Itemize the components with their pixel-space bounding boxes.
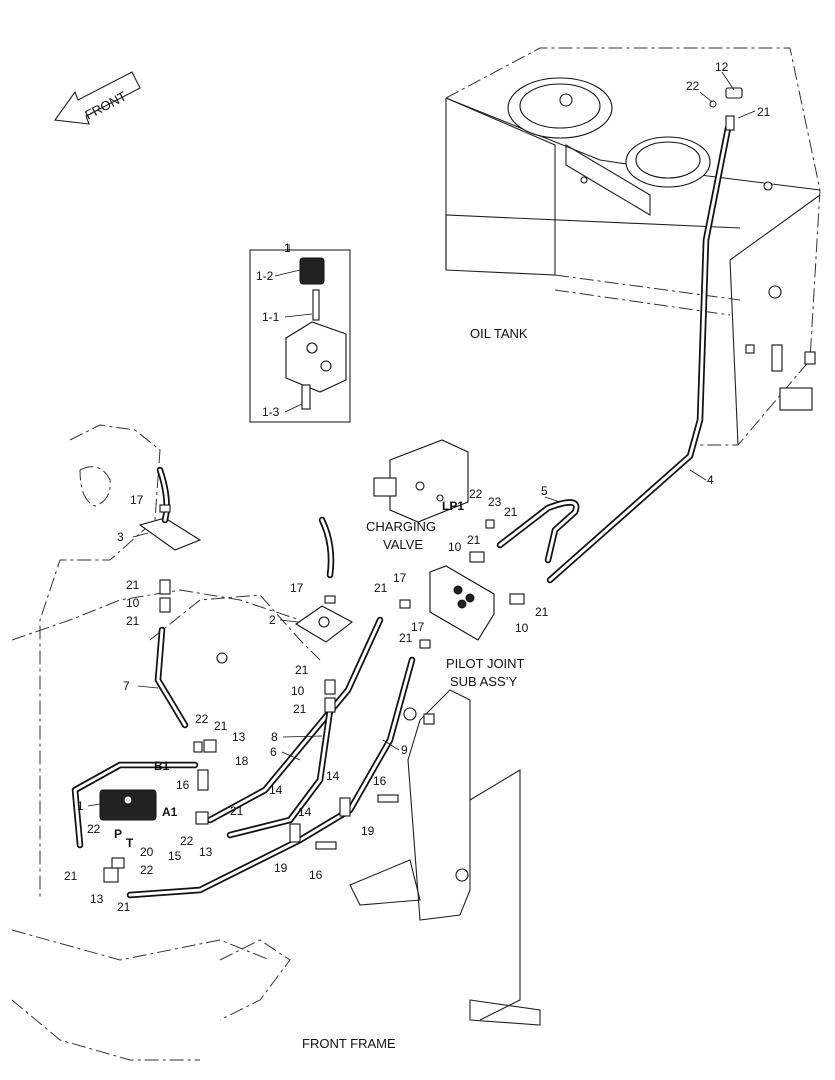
- callout-14: 14: [298, 805, 312, 819]
- callout-13: 13: [199, 845, 213, 859]
- callout-20: 20: [140, 845, 154, 859]
- callout-21: 21: [757, 105, 771, 119]
- fittings: [99, 87, 743, 883]
- callout-1-3: 1-3: [262, 405, 280, 419]
- port-b1: B1: [154, 759, 170, 773]
- callout-22: 22: [140, 863, 154, 877]
- charging-valve-caption-1: CHARGING: [366, 519, 436, 534]
- callout-22: 22: [686, 79, 700, 93]
- callout-14: 14: [326, 769, 340, 783]
- callout-1-2: 1-2: [256, 269, 274, 283]
- mount-plates: [138, 517, 354, 643]
- callout-21: 21: [126, 578, 140, 592]
- callout-2: 2: [269, 613, 276, 627]
- pilot-joint-block: PILOT JOINT SUB ASS’Y: [429, 565, 525, 689]
- hoses: [71, 124, 732, 899]
- port-t: T: [126, 836, 134, 850]
- callout-18: 18: [235, 754, 249, 768]
- callout-21: 21: [399, 631, 413, 645]
- callout-21: 21: [214, 719, 228, 733]
- callout-3: 3: [117, 530, 124, 544]
- callout-10: 10: [126, 596, 140, 610]
- charging-valve-caption-2: VALVE: [383, 537, 423, 552]
- callout-12: 12: [715, 60, 729, 74]
- pilot-joint-caption-2: SUB ASS’Y: [450, 674, 518, 689]
- callout-16: 16: [176, 778, 190, 792]
- callout-17: 17: [411, 620, 425, 634]
- callout-21: 21: [230, 804, 244, 818]
- callout-1-1: 1-1: [262, 310, 280, 324]
- port-p: P: [114, 827, 122, 841]
- callout-21: 21: [504, 505, 518, 519]
- callout-22: 22: [469, 487, 483, 501]
- callout-21: 21: [295, 663, 309, 677]
- callout-17: 17: [393, 571, 407, 585]
- callout-4: 4: [707, 473, 714, 487]
- callout-17: 17: [290, 581, 304, 595]
- front-frame-caption: FRONT FRAME: [302, 1036, 396, 1051]
- callout-19: 19: [274, 861, 288, 875]
- callout-22: 22: [87, 822, 101, 836]
- callout-19: 19: [361, 824, 375, 838]
- callout-1: 1: [77, 799, 84, 813]
- callout-1: 1: [284, 241, 291, 255]
- callout-numbers: 12 22 21 1 1-2 1-1 1-3 4 5 22 23 21 10 2…: [64, 60, 771, 914]
- callout-21: 21: [535, 605, 549, 619]
- callout-15: 15: [168, 849, 182, 863]
- port-lp1: LP1: [442, 499, 464, 513]
- callout-16: 16: [309, 868, 323, 882]
- port-labels: LP1 B1 A1 P T: [114, 499, 464, 850]
- callout-9: 9: [401, 743, 408, 757]
- callout-7: 7: [123, 679, 130, 693]
- callout-8: 8: [271, 730, 278, 744]
- callout-13: 13: [232, 730, 246, 744]
- callout-10: 10: [291, 684, 305, 698]
- callout-21: 21: [467, 533, 481, 547]
- port-a1: A1: [162, 805, 178, 819]
- callout-22: 22: [180, 834, 194, 848]
- leader-lines: [87, 71, 756, 807]
- oil-tank-caption: OIL TANK: [470, 326, 528, 341]
- callout-21: 21: [126, 614, 140, 628]
- callout-17: 17: [130, 493, 144, 507]
- callout-21: 21: [64, 869, 78, 883]
- callout-14: 14: [269, 783, 283, 797]
- oil-tank: OIL TANK: [445, 47, 821, 446]
- callout-16: 16: [373, 774, 387, 788]
- callout-10: 10: [448, 540, 462, 554]
- callout-21: 21: [374, 581, 388, 595]
- callout-21: 21: [117, 900, 131, 914]
- valve-detail-box: [249, 244, 351, 423]
- front-arrow-label: FRONT: [82, 88, 129, 122]
- callout-23: 23: [488, 495, 502, 509]
- charging-valve: CHARGING VALVE: [366, 439, 469, 552]
- pilot-joint-caption-1: PILOT JOINT: [446, 656, 525, 671]
- callout-6: 6: [270, 745, 277, 759]
- front-arrow: FRONT: [54, 71, 141, 125]
- callout-13: 13: [90, 892, 104, 906]
- callout-22: 22: [195, 712, 209, 726]
- front-frame: FRONT FRAME: [11, 424, 541, 1061]
- callout-5: 5: [541, 484, 548, 498]
- callout-21: 21: [293, 702, 307, 716]
- callout-10: 10: [515, 621, 529, 635]
